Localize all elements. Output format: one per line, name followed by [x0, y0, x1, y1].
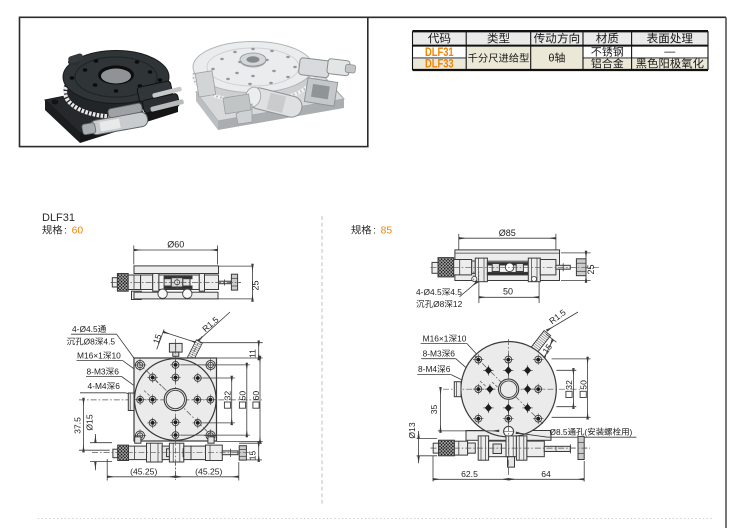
- svg-text:37.5: 37.5: [73, 417, 83, 434]
- svg-text:64: 64: [541, 469, 551, 479]
- svg-text:50: 50: [238, 391, 248, 401]
- svg-text:6: 6: [446, 364, 451, 374]
- svg-text:Ø60: Ø60: [167, 240, 184, 250]
- svg-text:DLF31: DLF31: [425, 45, 454, 59]
- svg-text:10: 10: [111, 351, 121, 361]
- svg-text:(45.25): (45.25): [195, 466, 222, 476]
- svg-text:8-M4: 8-M4: [418, 364, 437, 374]
- svg-text:4-M4: 4-M4: [88, 381, 107, 391]
- svg-text:Ø8.5: Ø8.5: [550, 427, 568, 437]
- svg-text:10: 10: [457, 334, 467, 344]
- svg-text:Ø15: Ø15: [85, 414, 95, 430]
- svg-text:Ø85: Ø85: [499, 228, 516, 238]
- svg-text:32: 32: [223, 391, 233, 401]
- svg-text:15: 15: [248, 451, 258, 461]
- svg-text:θ: θ: [548, 53, 554, 65]
- svg-text::: :: [64, 226, 67, 237]
- svg-text:Ø8: Ø8: [84, 337, 96, 347]
- svg-text:8-M3: 8-M3: [423, 349, 442, 359]
- svg-text:(45.25): (45.25): [130, 466, 157, 476]
- svg-text::: :: [373, 226, 376, 237]
- svg-text:): ): [630, 427, 633, 437]
- svg-text:Ø8: Ø8: [433, 299, 445, 309]
- svg-text:11: 11: [248, 349, 258, 358]
- svg-text:15: 15: [151, 333, 164, 346]
- svg-text:60: 60: [72, 226, 84, 237]
- svg-text:M16×1: M16×1: [423, 334, 449, 344]
- svg-text:DLF33: DLF33: [425, 57, 454, 71]
- svg-text:4-Ø4.5: 4-Ø4.5: [416, 287, 442, 297]
- svg-text:6: 6: [114, 367, 119, 377]
- svg-text:DLF31: DLF31: [42, 212, 75, 224]
- svg-text:50: 50: [578, 380, 588, 390]
- svg-text:8-M3: 8-M3: [87, 367, 106, 377]
- svg-text:6: 6: [115, 381, 120, 391]
- svg-text:—: —: [664, 46, 675, 58]
- svg-text:M16×1: M16×1: [77, 351, 103, 361]
- svg-text:25: 25: [586, 264, 596, 274]
- svg-text:50: 50: [503, 286, 513, 296]
- svg-text:4-Ø4.5: 4-Ø4.5: [72, 324, 98, 334]
- svg-text:85: 85: [381, 226, 393, 237]
- svg-text:12: 12: [453, 299, 463, 309]
- svg-text:25: 25: [251, 280, 261, 290]
- svg-text:62.5: 62.5: [461, 469, 478, 479]
- svg-text:60: 60: [251, 391, 261, 401]
- svg-text:35: 35: [429, 405, 439, 415]
- svg-text:(: (: [584, 427, 587, 437]
- svg-text:4.5: 4.5: [103, 337, 115, 347]
- svg-text:32: 32: [564, 380, 574, 390]
- svg-text:4.5: 4.5: [450, 287, 462, 297]
- svg-text:6: 6: [450, 349, 455, 359]
- svg-text:Ø13: Ø13: [407, 422, 417, 438]
